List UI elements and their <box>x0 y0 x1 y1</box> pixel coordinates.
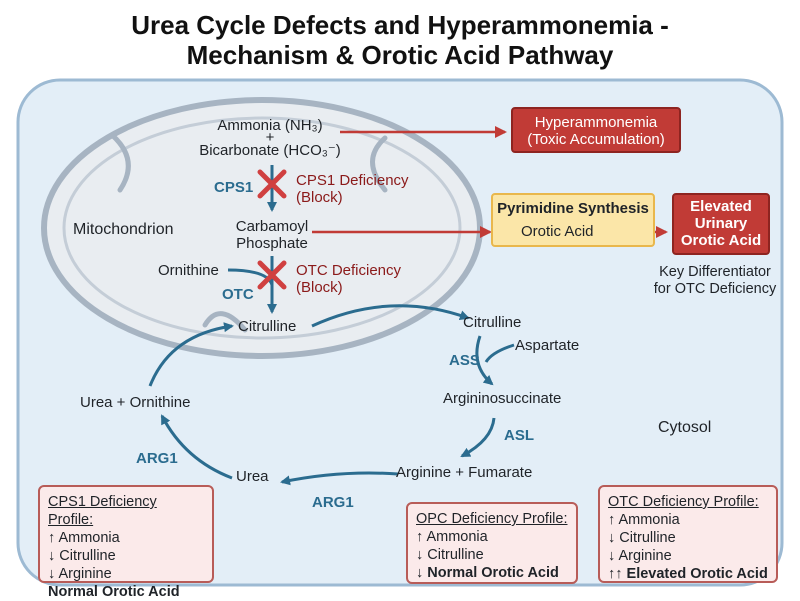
cps1-block-x-icon <box>257 169 287 199</box>
ass-enzyme-label: ASS <box>449 352 480 369</box>
otc-enzyme-label: OTC <box>222 286 254 303</box>
ornithine-label: Ornithine <box>158 262 219 279</box>
pyrimidine-synthesis-title: Pyrimidine Synthesis <box>497 200 649 217</box>
otc-profile-box: OTC Deficiency Profile: ↑ Ammonia ↓ Citr… <box>598 485 778 583</box>
crista <box>109 132 131 193</box>
title-line-2: Mechanism & Orotic Acid Pathway <box>186 40 614 70</box>
opc-profile-heading: OPC Deficiency Profile: <box>416 511 568 527</box>
otc-deficiency-label: OTC Deficiency (Block) <box>296 262 401 296</box>
urea-ornithine-label: Urea + Ornithine <box>80 394 191 411</box>
otc-profile-line: ↓ Citrulline <box>608 530 676 546</box>
bicarbonate-label: Bicarbonate (HCO₃⁻) <box>199 142 341 159</box>
opc-profile-line: ↓ Citrulline <box>416 547 484 563</box>
hyperammonemia-line-1: Hyperammonemia <box>534 114 658 131</box>
opc-profile-line: ↑ Ammonia <box>416 529 488 545</box>
arginine-fumarate-label: Arginine + Fumarate <box>396 464 533 481</box>
title-line-1: Urea Cycle Defects and Hyperammonemia - <box>131 10 669 40</box>
opc-profile-orotic: Normal Orotic Acid <box>427 565 559 581</box>
asl-enzyme-label: ASL <box>504 427 534 444</box>
arrow-aspartate-in <box>484 343 515 363</box>
argininosuccinate-label: Argininosuccinate <box>443 390 562 407</box>
otc-profile-heading: OTC Deficiency Profile: <box>608 494 759 510</box>
otc-profile-orotic: ↑↑ Elevated Orotic Acid <box>608 566 768 582</box>
otc-deficiency-line-2: (Block) <box>296 279 343 296</box>
cps1-deficiency-label: CPS1 Deficiency (Block) <box>296 172 409 206</box>
citrulline-mito-label: Citrulline <box>238 318 297 335</box>
otc-profile-line: ↑ Ammonia <box>608 512 680 528</box>
hyperammonemia-line-2: (Toxic Accumulation) <box>527 131 665 148</box>
substrates-label: Ammonia (NH₃) + Bicarbonate (HCO₃⁻) <box>170 118 370 158</box>
cps1-profile-line: ↓ Arginine <box>48 566 112 582</box>
opc-profile-prefix: ↓ <box>416 565 428 581</box>
mitochondrion-label: Mitochondrion <box>73 221 174 238</box>
urea-label: Urea <box>236 468 269 485</box>
page-title: Urea Cycle Defects and Hyperammonemia - … <box>0 10 800 70</box>
citrulline-cytosol-label: Citrulline <box>463 314 522 331</box>
cps1-profile-line: ↑ Ammonia <box>48 530 120 546</box>
elevated-line-1: Elevated <box>690 198 752 215</box>
cytosol-label: Cytosol <box>658 419 712 436</box>
key-differentiator-line-1: Key Differentiator <box>659 264 771 280</box>
cps1-deficiency-line-2: (Block) <box>296 189 343 206</box>
ammonia-label: Ammonia (NH₃) <box>217 117 323 134</box>
elevated-line-3: Orotic Acid <box>680 232 762 249</box>
cps1-profile-heading: CPS1 Deficiency Profile: <box>48 494 157 528</box>
arrow-ass <box>475 335 494 386</box>
mitochondrion-inner-membrane <box>62 116 462 340</box>
orotic-acid-label: Orotic Acid <box>521 223 594 240</box>
cps1-profile-orotic: Normal Orotic Acid <box>48 584 180 600</box>
carbamoyl-line-1: Carbamoyl <box>235 218 309 235</box>
arg1-bottom-enzyme-label: ARG1 <box>312 494 354 511</box>
opc-profile-last-line: ↓ Normal Orotic Acid <box>416 564 568 582</box>
arrow-asl <box>460 417 496 458</box>
aspartate-label: Aspartate <box>515 337 580 354</box>
otc-block-x-icon <box>257 260 287 290</box>
cps1-enzyme-label: CPS1 <box>214 179 254 196</box>
arrow-arg1-bottom <box>280 471 399 486</box>
key-differentiator-line-2: for OTC Deficiency <box>653 281 777 297</box>
arrow-arg1-left <box>160 414 233 480</box>
key-differentiator-note: Key Differentiator for OTC Deficiency <box>640 264 790 298</box>
otc-deficiency-line-1: OTC Deficiency <box>296 262 402 279</box>
otc-profile-line: ↓ Arginine <box>608 548 672 564</box>
carbamoyl-line-2: Phosphate <box>236 235 308 252</box>
cps1-profile-box: CPS1 Deficiency Profile: ↑ Ammonia ↓ Cit… <box>38 485 214 600</box>
crista <box>202 311 248 333</box>
carbamoyl-phosphate-label: Carbamoyl Phosphate <box>222 218 322 252</box>
elevated-line-2: Urinary <box>694 215 748 232</box>
crista <box>370 135 388 193</box>
plus-sign: + <box>265 129 275 146</box>
hyperammonemia-box: Hyperammonemia (Toxic Accumulation) <box>511 107 681 153</box>
cps1-profile-line: ↓ Citrulline <box>48 548 116 564</box>
cps1-deficiency-line-1: CPS1 Deficiency <box>296 172 409 189</box>
elevated-orotic-acid-box: Elevated Urinary Orotic Acid <box>672 193 770 255</box>
arg1-left-enzyme-label: ARG1 <box>136 450 178 467</box>
pyrimidine-synthesis-box: Pyrimidine Synthesis Orotic Acid <box>491 193 655 247</box>
arrow-citrulline-export <box>311 304 470 328</box>
arrow-ornithine-return <box>148 322 234 387</box>
opc-profile-box: OPC Deficiency Profile: ↑ Ammonia ↓ Citr… <box>406 502 578 584</box>
